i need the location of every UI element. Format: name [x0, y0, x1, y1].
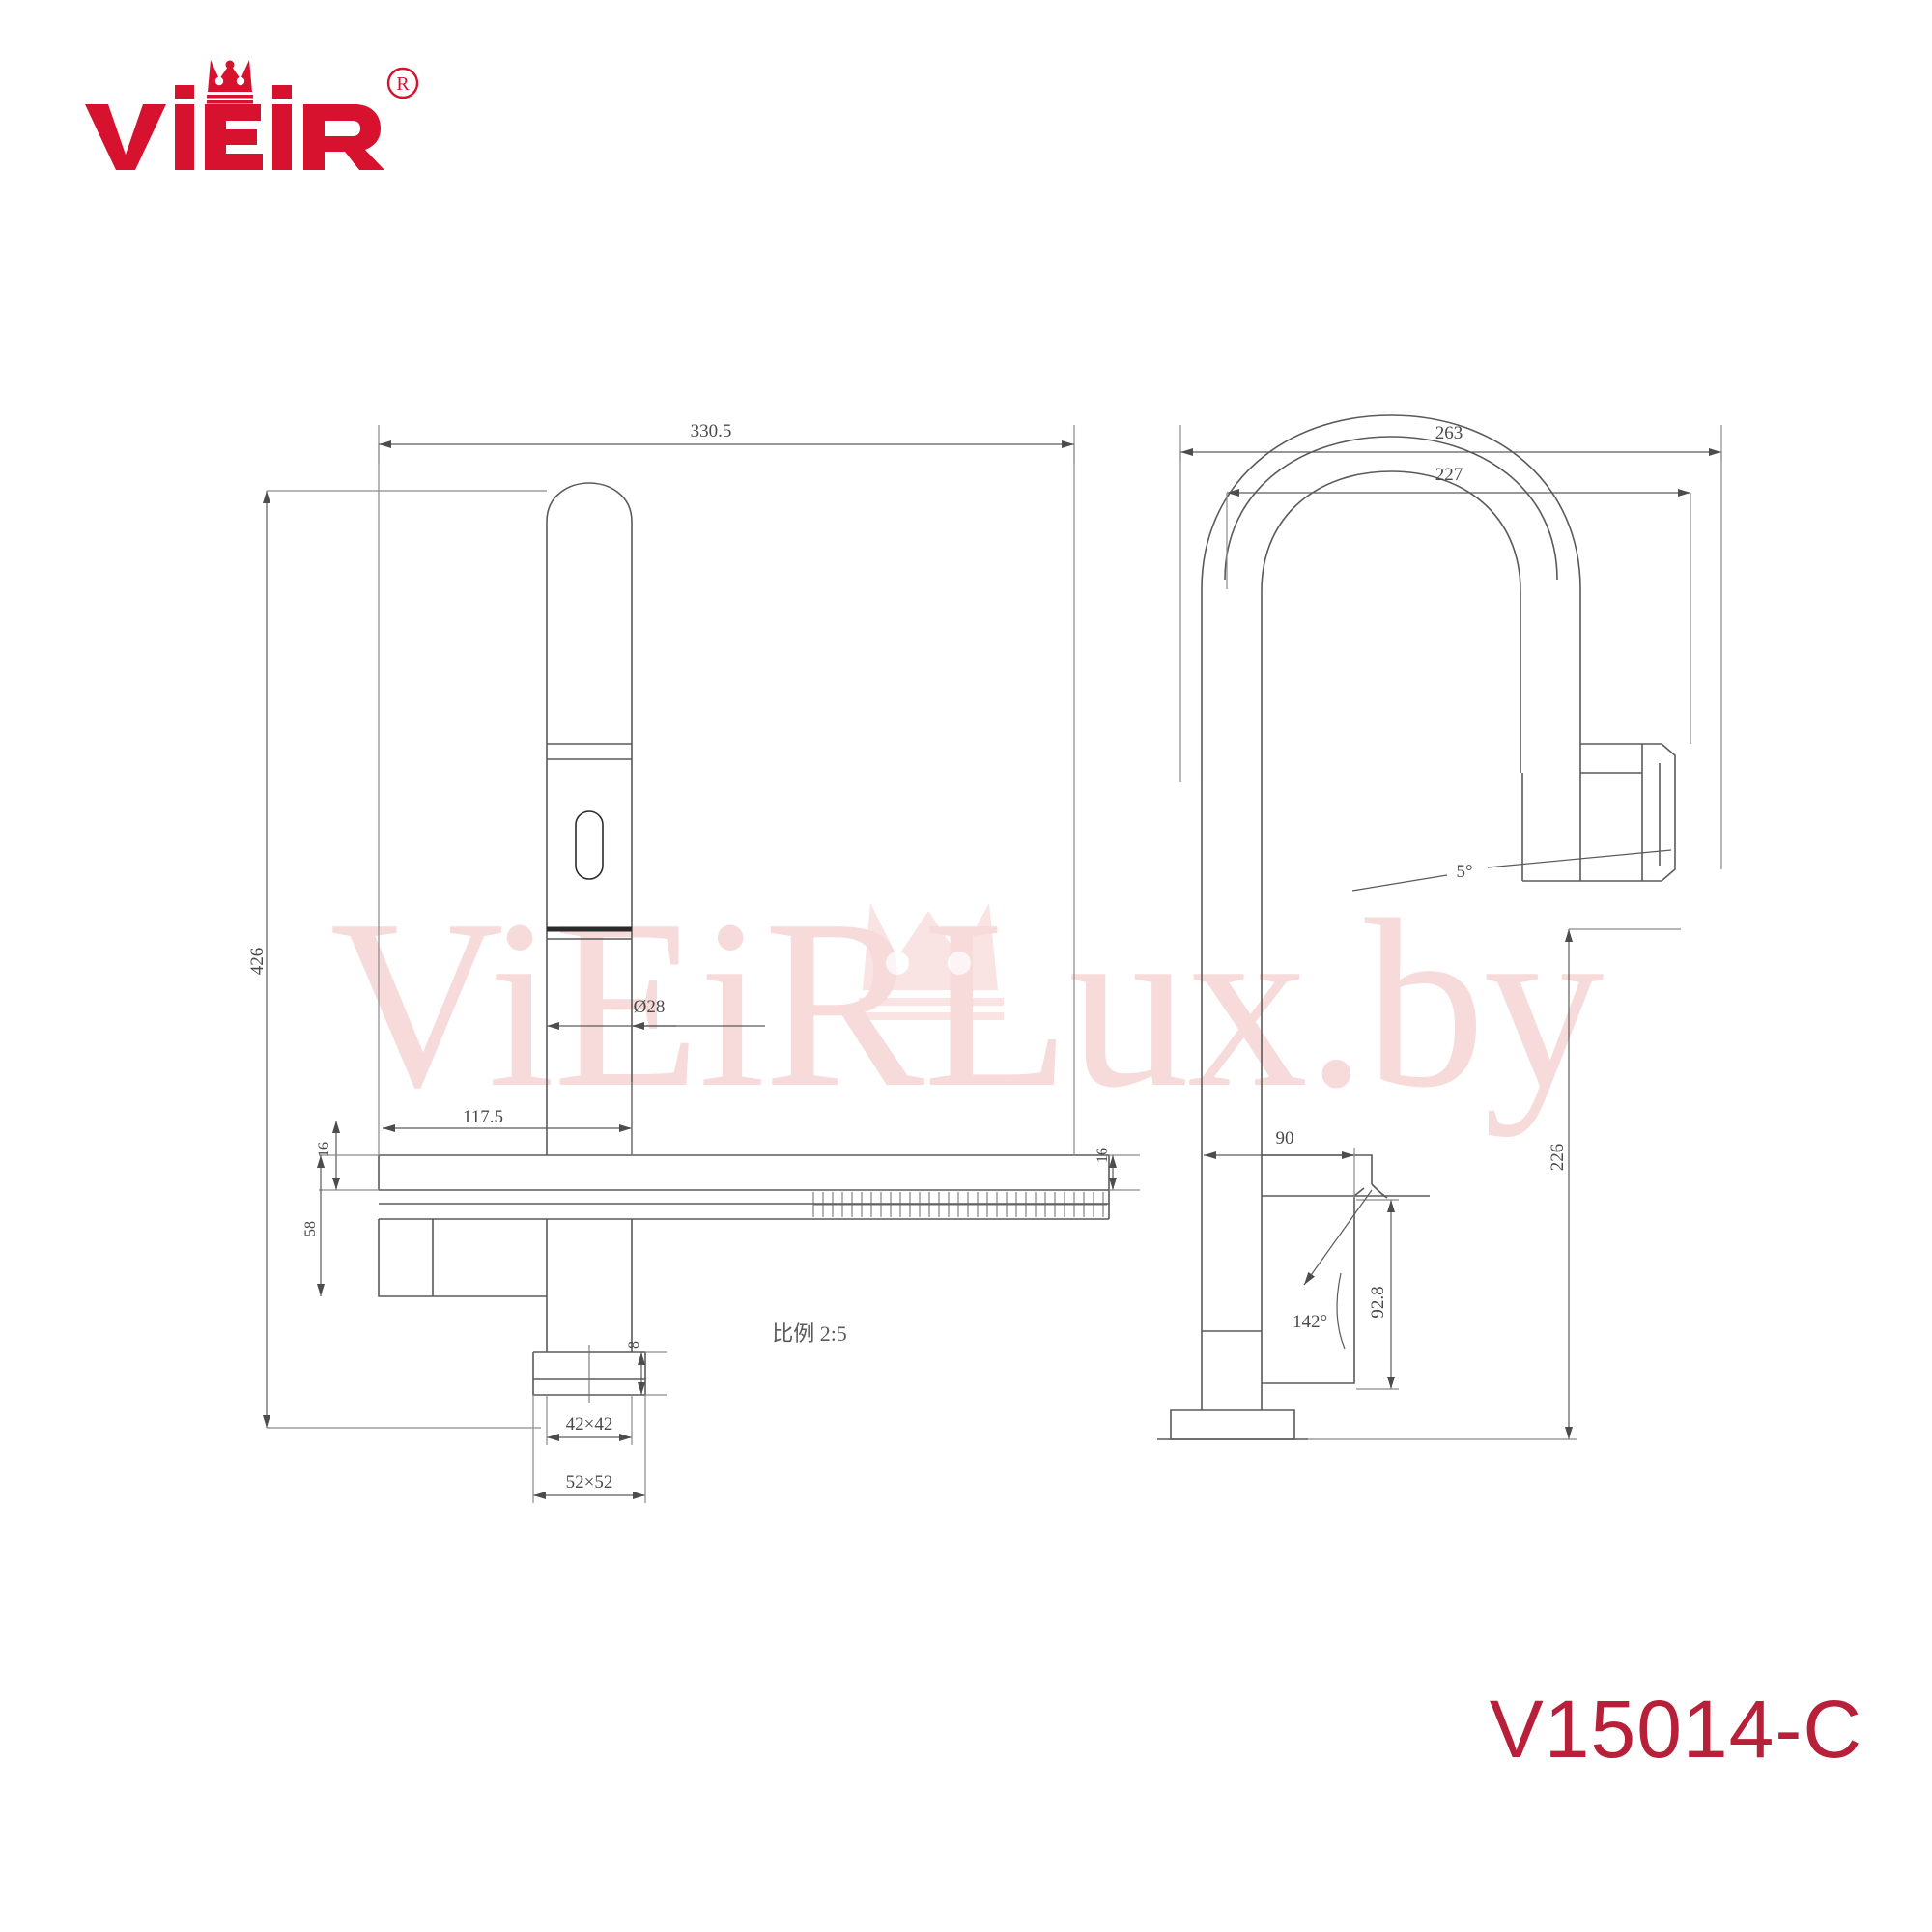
logo-wordmark [85, 85, 384, 170]
dim-deck-thickness-right: 16 [1094, 1148, 1111, 1163]
dim-spout-offset: 117.5 [463, 1107, 503, 1127]
dim-spout-drop: 92.8 [1368, 1286, 1388, 1318]
dim-spray-head-angle: 5° [1456, 862, 1472, 882]
side-view-dimension-lines [1179, 425, 1722, 1440]
dim-spout-height: 226 [1548, 1144, 1568, 1172]
dim-overall-width: 330.5 [691, 421, 732, 441]
registered-trademark-icon: R [386, 67, 419, 99]
dim-outer-mount: 52×52 [566, 1472, 613, 1492]
dim-spout-diameter: Ø28 [634, 997, 666, 1017]
dim-inner-mount: 42×42 [566, 1414, 613, 1435]
dim-washer-thickness: 8 [626, 1341, 642, 1349]
dim-handle-angle: 142° [1293, 1312, 1327, 1332]
dim-body-height: 58 [302, 1221, 319, 1236]
side-view-geometry [1157, 414, 1676, 1440]
dim-overall-height: 426 [247, 948, 268, 976]
model-code: V15014-C [1489, 1684, 1862, 1775]
front-view-dimension-lines [262, 425, 1140, 1503]
crown-icon [207, 60, 253, 104]
dim-spout-reach: 227 [1435, 465, 1463, 485]
front-view-geometry [378, 482, 1110, 1403]
brand-logo: R [79, 46, 485, 172]
dim-overall-depth: 263 [1435, 423, 1463, 443]
svg-text:R: R [396, 73, 410, 95]
scale-note: 比例 2:5 [772, 1321, 847, 1346]
dim-deck-thickness-top: 16 [316, 1142, 332, 1157]
dim-base-depth: 90 [1276, 1128, 1294, 1149]
